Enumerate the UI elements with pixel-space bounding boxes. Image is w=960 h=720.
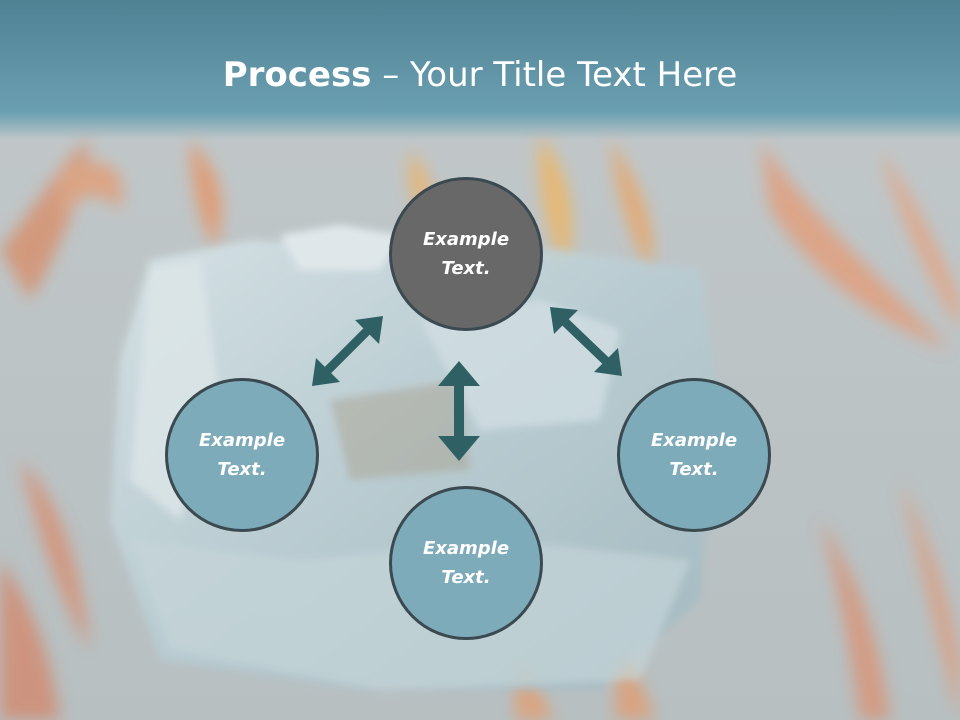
arrow-center-left (312, 316, 383, 386)
arrow-center-bottom (438, 361, 480, 461)
bottom-node-text: Example Text. (422, 538, 510, 588)
arrow-center-right (550, 307, 622, 376)
center-node: Example Text. (389, 177, 543, 331)
right-node: Example Text. (617, 378, 771, 532)
title-bold: Process (222, 55, 372, 95)
title-bar (0, 0, 960, 140)
slide-title: Process – Your Title Text Here (0, 52, 960, 98)
center-node-text: Example Text. (422, 229, 510, 279)
left-node: Example Text. (165, 378, 319, 532)
right-node-text: Example Text. (650, 430, 738, 480)
left-node-text: Example Text. (198, 430, 286, 480)
bottom-node: Example Text. (389, 486, 543, 640)
title-rest: – Your Title Text Here (371, 55, 738, 95)
